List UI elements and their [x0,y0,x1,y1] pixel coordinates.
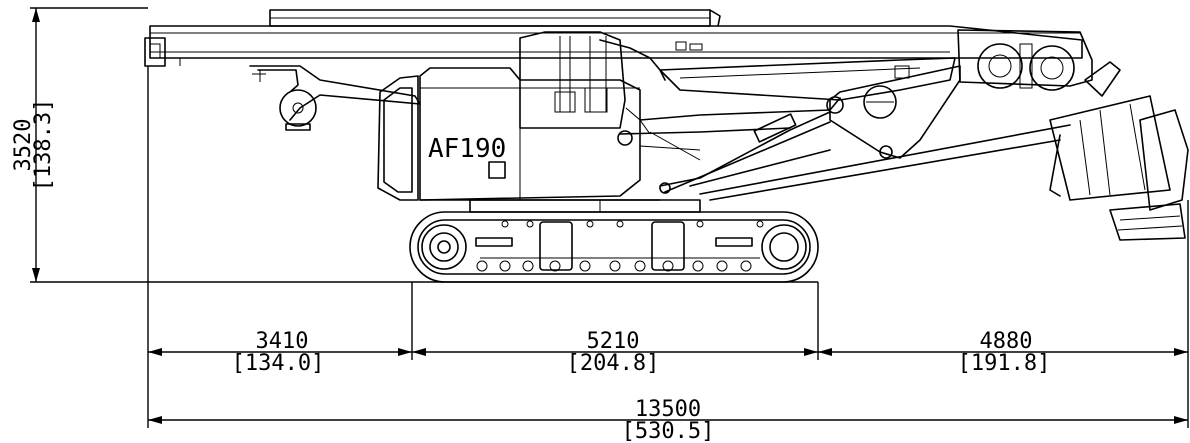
front-dim-mm: 4880 [980,329,1033,354]
track-dim-mm: 5210 [587,329,640,354]
rear-pulley [249,65,421,131]
dimension-lines [30,7,1189,428]
upper-body [377,31,701,213]
track-dim-in: [204.8] [567,351,660,376]
track-rollers [476,220,764,272]
rear-dim-in: [134.0] [232,351,325,376]
model-label: AF190 [428,134,506,164]
height-dim-in: [138.3] [31,99,56,192]
rotary-head [957,29,1189,241]
rear-dim-mm: 3410 [256,329,309,354]
overall-dim-in: [530.5] [622,419,715,443]
height-dim-mm: 3520 [11,119,36,172]
front-dim-in: [191.8] [958,351,1051,376]
crawler-track [409,211,819,283]
mast [144,9,1083,67]
kinematic-arms [617,57,1071,201]
overall-dim-mm: 13500 [635,397,701,422]
